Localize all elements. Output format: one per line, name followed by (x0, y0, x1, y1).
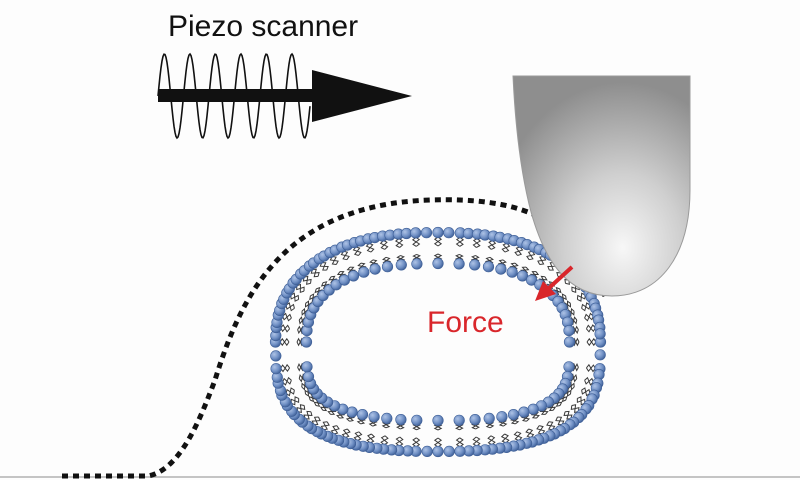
lipid-head (395, 414, 407, 426)
lipid-head (411, 414, 423, 426)
lipid-head (420, 227, 433, 239)
lipid-head (495, 263, 507, 275)
arrow-down-left-icon (535, 281, 556, 301)
lipid-head (368, 411, 380, 423)
lipid-head (356, 409, 369, 421)
lipid-head (518, 406, 530, 418)
lipid-head (395, 259, 407, 271)
tip-trajectory-dotted (62, 197, 608, 479)
force-arrow-shaft (547, 265, 574, 290)
lipid-head (338, 274, 351, 286)
lipid-head (410, 227, 422, 239)
scanner-arrow-group (157, 52, 412, 140)
lipid-head (506, 266, 518, 278)
lipid-head (421, 445, 433, 458)
lipid-head (453, 258, 465, 270)
scanner-label: Piezo scanner (168, 10, 358, 43)
lipid-head (300, 336, 313, 348)
lipid-head (563, 336, 576, 348)
lipid-head (453, 414, 465, 426)
lipid-head (469, 414, 481, 426)
lipid-head (432, 445, 444, 458)
lipid-head (432, 226, 444, 239)
arrow-shaft (158, 89, 314, 102)
lipid-head (563, 325, 575, 337)
lipid-head (594, 328, 606, 340)
force-label: Force (427, 306, 504, 339)
lipid-head (381, 261, 394, 273)
lipid-bilayer-vesicle (269, 226, 607, 458)
lipid-head (454, 445, 466, 457)
lipid-head (270, 363, 282, 375)
lipid-head (432, 414, 444, 427)
lipid-head (381, 412, 393, 425)
lipid-head (482, 261, 495, 273)
arrow-right-icon (312, 70, 412, 122)
lipid-head (469, 259, 481, 271)
lipid-head (432, 257, 444, 270)
afm-tip (512, 75, 691, 297)
force-arrow (535, 265, 574, 301)
lipid-head (496, 411, 508, 423)
lipid-head (346, 406, 358, 418)
lipid-head (411, 258, 423, 270)
lipid-head (369, 263, 381, 275)
lipid-head (516, 270, 529, 282)
lipid-head (302, 371, 315, 383)
lipid-head (270, 350, 282, 362)
lipid-head (594, 349, 606, 361)
lipid-head (563, 361, 575, 373)
lipid-head (507, 409, 520, 421)
lipid-head (358, 266, 370, 278)
lipid-head (443, 227, 455, 239)
lipid-head (301, 361, 313, 373)
lipid-head (483, 412, 495, 425)
lipid-head (443, 445, 455, 458)
lipid-head (527, 403, 539, 415)
lipid-head (347, 270, 360, 282)
